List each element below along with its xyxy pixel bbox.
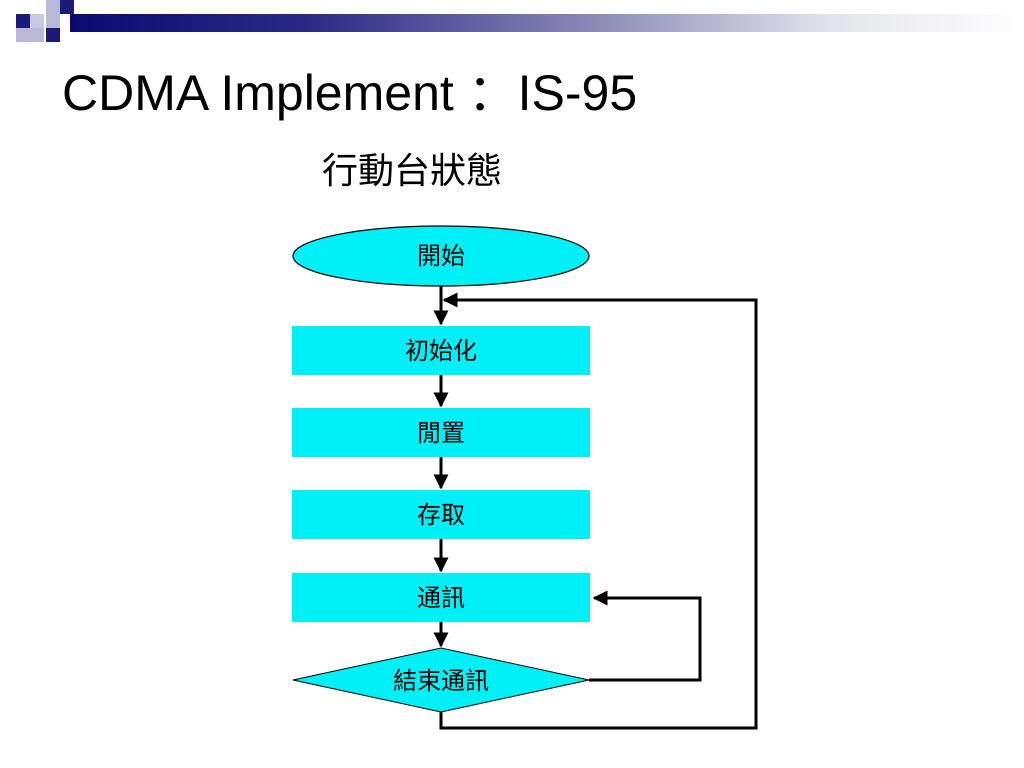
decorative-square: [46, 28, 60, 42]
node-init: 初始化: [292, 326, 590, 375]
node-comm: 通訊: [292, 573, 590, 622]
decorative-square: [16, 28, 30, 42]
edge-end-init-loop: [439, 292, 758, 730]
header-gradient-bar: [70, 14, 1024, 32]
decorative-square: [46, 0, 60, 14]
decorative-square: [16, 14, 30, 28]
node-comm-label: 通訊: [417, 584, 465, 612]
node-access: 存取: [292, 490, 590, 539]
decorative-square: [30, 14, 44, 28]
node-idle-label: 閒置: [417, 419, 465, 447]
node-end: 結束通訊: [292, 647, 590, 713]
node-start-label: 開始: [417, 242, 465, 270]
slide-subtitle: 行動台狀態: [322, 151, 503, 192]
node-access-label: 存取: [417, 501, 465, 529]
edge-end-comm-loop: [589, 590, 702, 682]
node-start: 開始: [292, 225, 590, 287]
decorative-square: [30, 28, 44, 42]
node-end-label: 結束通訊: [393, 667, 489, 695]
decorative-square: [60, 0, 74, 14]
node-idle: 閒置: [292, 408, 590, 457]
flow-edges: [433, 286, 758, 730]
slide-title: CDMA Implement ：IS-95: [62, 65, 638, 121]
node-init-label: 初始化: [405, 337, 477, 365]
decorative-square: [46, 14, 60, 28]
